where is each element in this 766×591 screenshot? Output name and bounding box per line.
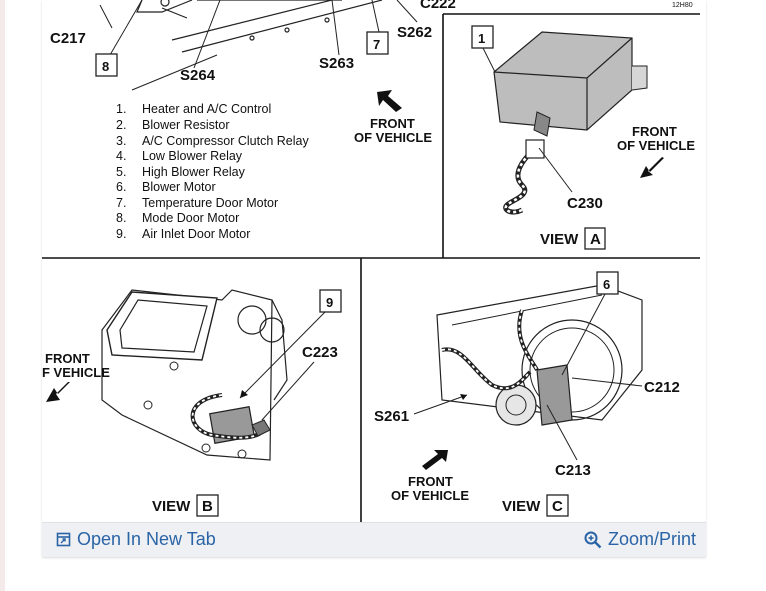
callout-6-text: 6 xyxy=(603,277,610,292)
view-a-word: VIEW xyxy=(540,231,579,248)
label-figure-code: 12H80 xyxy=(672,2,693,9)
callout-8-text: 8 xyxy=(102,59,109,74)
callout-7-text: 7 xyxy=(373,37,380,52)
legend-num-4: 4. xyxy=(116,149,126,163)
diagram-svg: C222 12H80 C217 8 S264 S263 7 S262 1. He… xyxy=(42,0,700,522)
front-label-a-2: OF VEHICLE xyxy=(617,138,695,153)
legend-num-2: 2. xyxy=(116,118,126,132)
callout-box-1 xyxy=(471,25,494,49)
front-label-top-1: FRONT xyxy=(370,116,415,131)
callout-box-8 xyxy=(95,53,118,77)
front-label-top-2: OF VEHICLE xyxy=(354,130,432,145)
front-arrow-a-icon xyxy=(640,157,664,178)
top-duct-sketch xyxy=(136,0,383,53)
open-new-tab-label: Open In New Tab xyxy=(77,529,216,549)
view-a-letter: A xyxy=(590,231,601,248)
zoom-in-icon xyxy=(584,531,602,548)
view-c-word: VIEW xyxy=(502,498,541,515)
legend-num-6: 6. xyxy=(116,180,126,194)
view-a-panel: 1 C230 FRONT OF VEHICLE VIEW xyxy=(471,25,695,250)
legend-item-1: Heater and A/C Control xyxy=(142,102,271,116)
front-arrow-b-icon xyxy=(46,382,70,402)
front-label-b-2: F VEHICLE xyxy=(42,365,110,380)
legend-num-7: 7. xyxy=(116,196,126,210)
legend-num-8: 8. xyxy=(116,211,126,225)
front-label-b-1: FRONT xyxy=(45,351,90,366)
diagram-footer: Open In New Tab Zoom/Print xyxy=(42,522,706,558)
label-s262: S262 xyxy=(397,24,432,41)
label-c230: C230 xyxy=(567,195,603,212)
legend-item-6: Blower Motor xyxy=(142,180,216,194)
view-b-word: VIEW xyxy=(152,498,191,515)
front-label-c-1: FRONT xyxy=(408,474,453,489)
legend-item-5: High Blower Relay xyxy=(142,165,246,179)
blower-motor xyxy=(495,384,537,426)
air-inlet-door-motor xyxy=(209,406,255,444)
view-c-panel: 6 C212 S261 C213 FRONT OF VEHICLE VIEW C xyxy=(374,271,680,517)
label-c212: C212 xyxy=(644,379,680,396)
view-b-panel: 9 C223 FRONT F VEHICLE VIEW B xyxy=(42,289,342,517)
view-b-letter: B xyxy=(202,498,213,515)
front-label-c-2: OF VEHICLE xyxy=(391,488,469,503)
top-leader-lines xyxy=(99,0,418,91)
label-c222: C222 xyxy=(420,0,456,12)
front-label-a-1: FRONT xyxy=(632,124,677,139)
legend-num-3: 3. xyxy=(116,134,126,148)
legend-item-7: Temperature Door Motor xyxy=(142,196,278,210)
legend-item-9: Air Inlet Door Motor xyxy=(142,227,250,241)
diagram-frame: C222 12H80 C217 8 S264 S263 7 S262 1. He… xyxy=(42,0,706,557)
view-dividers xyxy=(42,13,700,522)
view-c-letter: C xyxy=(552,498,563,515)
open-new-tab-icon xyxy=(56,532,71,547)
zoom-print-link[interactable]: Zoom/Print xyxy=(584,529,696,550)
page-edge-strip xyxy=(0,0,5,591)
front-arrow-c-icon xyxy=(422,450,448,470)
legend-item-3: A/C Compressor Clutch Relay xyxy=(142,134,309,148)
wiring-diagram: C222 12H80 C217 8 S264 S263 7 S262 1. He… xyxy=(42,0,706,522)
label-s261: S261 xyxy=(374,408,409,425)
component-legend: 1. Heater and A/C Control 2. Blower Resi… xyxy=(116,102,309,241)
label-c213: C213 xyxy=(555,462,591,479)
zoom-print-label: Zoom/Print xyxy=(607,529,696,549)
legend-item-8: Mode Door Motor xyxy=(142,211,239,225)
open-new-tab-link[interactable]: Open In New Tab xyxy=(56,529,216,550)
legend-item-4: Low Blower Relay xyxy=(142,149,243,163)
connector-c230-body xyxy=(525,139,545,159)
legend-num-9: 9. xyxy=(116,227,126,241)
legend-num-5: 5. xyxy=(116,165,126,179)
front-arrow-top-icon xyxy=(377,90,402,112)
callout-box-9 xyxy=(319,289,342,313)
callout-9-text: 9 xyxy=(326,295,333,310)
callout-1-text: 1 xyxy=(478,31,485,46)
label-c223: C223 xyxy=(302,344,338,361)
callout-box-6 xyxy=(596,271,619,295)
air-inlet-opening xyxy=(106,291,218,361)
legend-num-1: 1. xyxy=(116,102,126,116)
label-c217: C217 xyxy=(50,30,86,47)
label-s264: S264 xyxy=(180,67,216,84)
label-s263: S263 xyxy=(319,55,354,72)
callout-box-7 xyxy=(366,31,389,55)
heater-ac-control-module xyxy=(493,31,633,131)
legend-item-2: Blower Resistor xyxy=(142,118,230,132)
